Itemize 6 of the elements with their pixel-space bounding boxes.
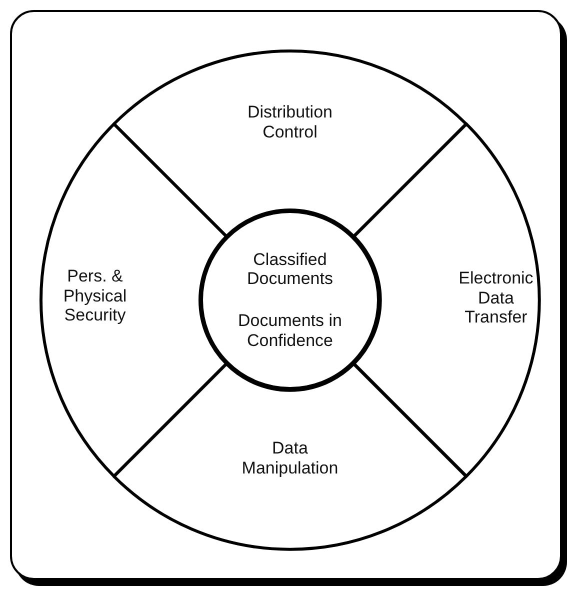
center-label: Classified Documents xyxy=(246,250,334,289)
segment-label: Pers. & Physical Security xyxy=(62,266,128,326)
segment-label: Distribution Control xyxy=(246,102,334,142)
segment-label: Electronic Data Transfer xyxy=(458,268,534,328)
segment-label: Data Manipulation xyxy=(240,438,340,478)
center-label: Documents in Confidence xyxy=(237,311,343,350)
